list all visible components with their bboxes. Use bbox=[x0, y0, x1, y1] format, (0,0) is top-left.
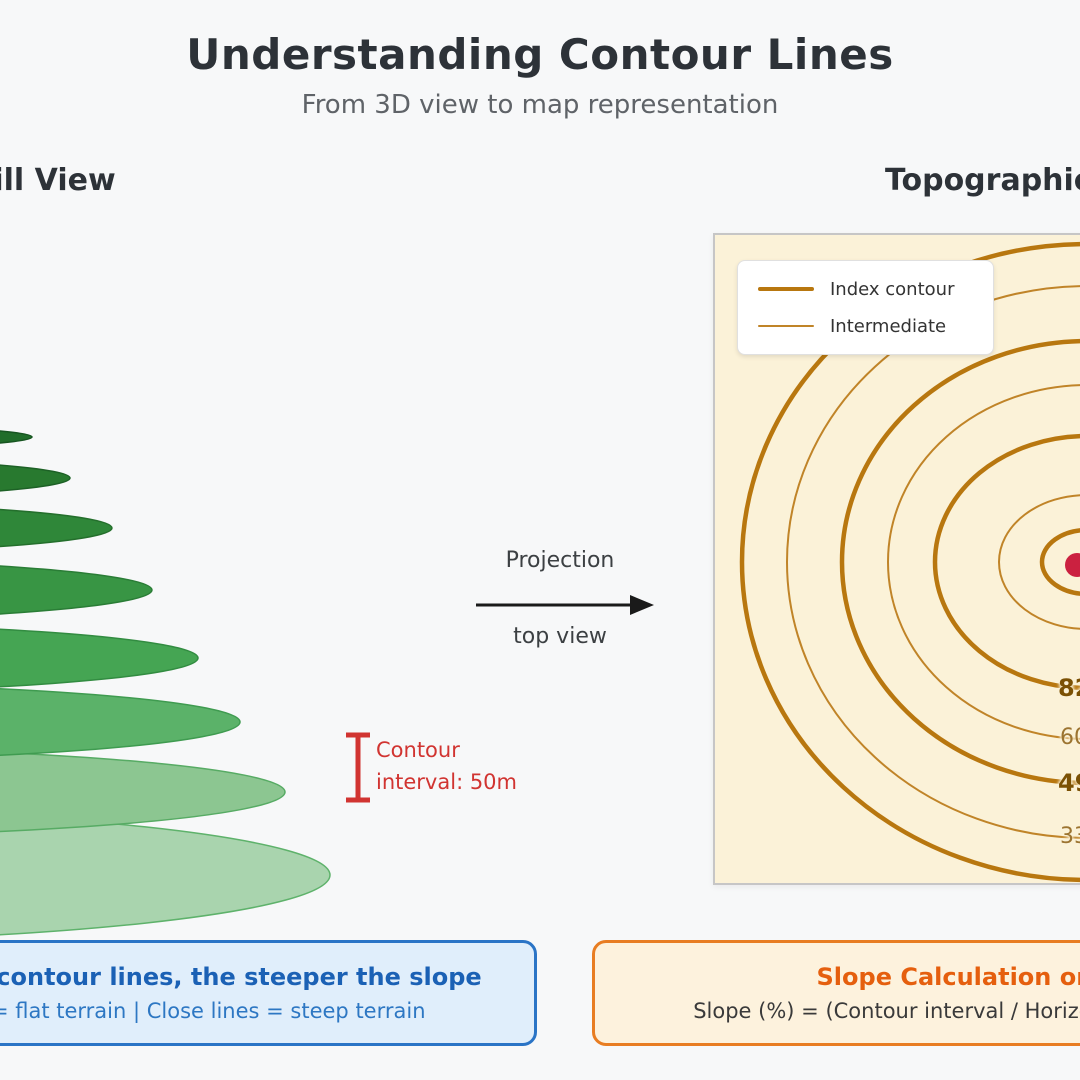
index-contour-ring bbox=[932, 433, 1080, 691]
section-title-3d-view: 3D Hill View bbox=[0, 163, 116, 198]
page-title: Understanding Contour Lines bbox=[186, 30, 894, 79]
slope-rule-title: The closer the contour lines, the steepe… bbox=[0, 963, 482, 991]
section-title-map-view: Topographic Map View bbox=[885, 163, 1080, 198]
elevation-label: 49 bbox=[1058, 769, 1080, 797]
index-contour-line-swatch bbox=[758, 286, 814, 292]
hill-layer-ellipse bbox=[0, 688, 241, 756]
index-contour-ring bbox=[839, 338, 1080, 786]
legend-item-index: Index contour bbox=[758, 279, 993, 300]
hill-layer-ellipse bbox=[0, 814, 331, 936]
slope-formula-callout: Slope Calculation on a Map Slope (%) = (… bbox=[592, 940, 1080, 1046]
top-view-label: top view bbox=[513, 624, 607, 649]
index-contour-ring bbox=[739, 241, 1080, 883]
hill-layer-ellipse bbox=[0, 628, 199, 688]
hill-layer-ellipse bbox=[0, 508, 113, 548]
contour-rings bbox=[739, 241, 1080, 883]
slope-rule-callout: The closer the contour lines, the steepe… bbox=[0, 940, 537, 1046]
topographic-map-panel: Index contour Intermediate 82 60 49 33 bbox=[713, 233, 1080, 885]
legend-label-intermediate: Intermediate bbox=[830, 315, 947, 337]
peak-marker-dot bbox=[1065, 553, 1080, 577]
legend-label-index: Index contour bbox=[830, 278, 955, 300]
hill-layer-ellipse bbox=[0, 751, 286, 833]
slope-formula-title: Slope Calculation on a Map bbox=[816, 963, 1080, 991]
intermediate-contour-ring bbox=[998, 494, 1080, 630]
intermediate-contour-ring bbox=[887, 384, 1080, 740]
elevation-label: 82 bbox=[1058, 674, 1080, 702]
interval-bracket-icon bbox=[346, 732, 370, 803]
projection-label: Projection bbox=[505, 548, 615, 573]
intermediate-contour-line-swatch bbox=[758, 325, 814, 327]
slope-rule-detail: Spaced lines = flat terrain | Close line… bbox=[0, 999, 426, 1023]
contour-interval-note-line2: interval: 50m bbox=[376, 770, 517, 794]
projection-arrow-icon bbox=[476, 595, 654, 615]
intermediate-contour-ring bbox=[786, 285, 1080, 839]
contour-interval-note-line1: Contour bbox=[376, 738, 460, 762]
hill-layer-ellipse bbox=[0, 565, 153, 615]
elevation-label: 33 bbox=[1060, 824, 1080, 849]
contour-interval-note: Contour interval: 50m bbox=[376, 734, 517, 798]
slope-formula-text: Slope (%) = (Contour interval / Horizont… bbox=[693, 999, 1080, 1023]
elevation-label: 60 bbox=[1060, 725, 1080, 750]
hill-layer-ellipse bbox=[0, 430, 33, 444]
index-contour-ring bbox=[1039, 528, 1080, 596]
legend-item-intermediate: Intermediate bbox=[758, 316, 993, 337]
hill-layer-ellipse bbox=[0, 464, 71, 492]
map-legend: Index contour Intermediate bbox=[737, 260, 994, 355]
page-subtitle: From 3D view to map representation bbox=[301, 90, 779, 120]
